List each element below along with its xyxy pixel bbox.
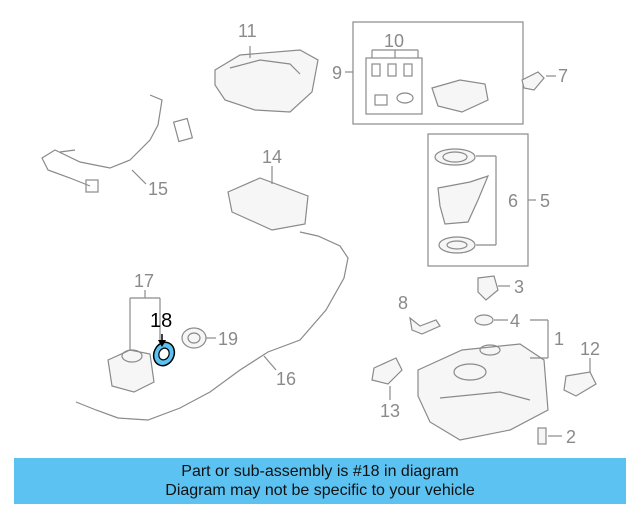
- callout-18-highlighted: 18: [150, 310, 173, 332]
- callout-4: 4: [510, 311, 521, 331]
- part-16-fuel-line: [75, 231, 349, 421]
- part-14-bracket: [227, 166, 309, 231]
- callout-7: 7: [558, 66, 569, 86]
- callout-15: 15: [148, 179, 169, 199]
- callout-16: 16: [276, 369, 297, 389]
- callout-6: 6: [508, 191, 519, 211]
- callout-19: 19: [218, 329, 239, 349]
- callout-2: 2: [566, 427, 577, 447]
- callout-10: 10: [384, 31, 405, 51]
- part-5-pump-box: [427, 133, 536, 267]
- callout-14: 14: [262, 147, 283, 167]
- callout-11: 11: [238, 21, 257, 41]
- part-11-cover: [214, 46, 319, 113]
- part-7-connector: [521, 71, 556, 91]
- part-1-fuel-tank: [417, 319, 549, 441]
- callout-8: 8: [398, 293, 409, 313]
- callout-13: 13: [380, 401, 401, 421]
- part-9-assembly-box: [345, 21, 524, 125]
- part-3-valve: [477, 275, 510, 301]
- part-12-bracket: [563, 358, 597, 397]
- info-banner: Part or sub-assembly is #18 in diagram D…: [14, 458, 626, 504]
- callout-1: 1: [554, 329, 565, 349]
- part-2-bolt: [537, 427, 562, 445]
- part-13-clip: [371, 357, 403, 400]
- callout-3: 3: [514, 277, 525, 297]
- callout-17: 17: [134, 271, 155, 291]
- callout-12: 12: [580, 339, 601, 359]
- callout-5: 5: [540, 191, 551, 211]
- part-15-wire-harness: [41, 94, 194, 193]
- banner-line-1: Part or sub-assembly is #18 in diagram: [181, 463, 459, 480]
- part-4-seal: [474, 314, 508, 326]
- part-17-purge-valve: [107, 290, 161, 393]
- part-19-clamp: [181, 327, 216, 349]
- banner-line-2: Diagram may not be specific to your vehi…: [165, 482, 475, 499]
- callout-9: 9: [332, 63, 343, 83]
- part-18-o-ring: [152, 334, 176, 367]
- part-8-clip: [409, 316, 441, 335]
